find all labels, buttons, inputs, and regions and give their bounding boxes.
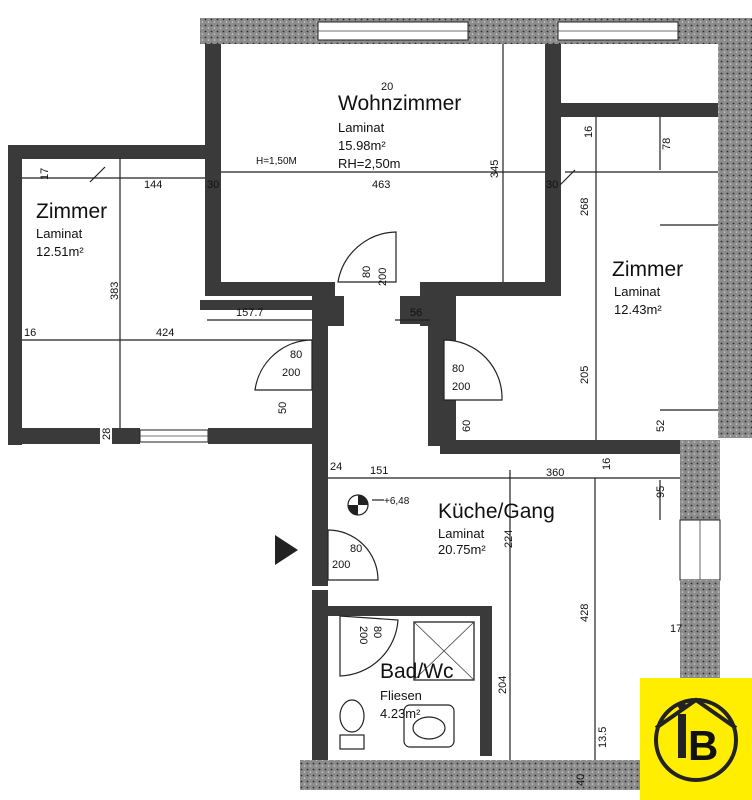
kueche-name: Küche/Gang	[438, 500, 555, 523]
dim-label: 17	[670, 623, 682, 635]
kueche-floor: Laminat	[438, 526, 485, 541]
kueche-area: 20.75m²	[438, 542, 486, 557]
room-zimmer-right: Zimmer Laminat 12.43m²	[612, 258, 683, 317]
dim-label: 16	[24, 327, 36, 339]
dimension-lines	[22, 44, 718, 760]
dim-label: 224	[503, 530, 515, 548]
dim-label: 80	[371, 626, 383, 638]
dim-label: 16	[601, 458, 613, 470]
room-zimmer-left: Zimmer Laminat 12.51m²	[36, 200, 107, 259]
zimmer-right-name: Zimmer	[612, 258, 683, 281]
dim-label: 80	[452, 363, 464, 375]
dim-label: 200	[452, 381, 470, 393]
zimmer-left-name: Zimmer	[36, 200, 107, 223]
wohnzimmer-area: 15.98m²	[338, 138, 386, 153]
dim-label: 24	[330, 461, 342, 473]
dim-label: 424	[156, 327, 174, 339]
dim-label: 50	[277, 402, 289, 414]
dim-label: 80	[290, 349, 302, 361]
dim-label: 30	[546, 179, 558, 191]
room-kueche: Küche/Gang Laminat 20.75m²	[438, 500, 555, 557]
bad-name: Bad/Wc	[380, 660, 454, 683]
logo-letter: B	[688, 722, 718, 769]
dim-label: 144	[144, 179, 162, 191]
dim-label: 205	[579, 366, 591, 384]
dim-label: 80	[350, 543, 362, 555]
dim-label: 56	[410, 307, 422, 319]
dim-label: 40	[575, 774, 587, 786]
dim-label: 268	[579, 198, 591, 216]
fixtures	[339, 494, 475, 750]
room-wohnzimmer: Wohnzimmer Laminat 15.98m² RH=2,50m	[338, 92, 461, 171]
dim-label: 30	[207, 179, 219, 191]
height-note: H=1,50M	[256, 156, 297, 167]
doors	[254, 231, 503, 677]
dim-label: 28	[101, 428, 113, 440]
dim-label: 52	[655, 420, 667, 432]
dim-label: 13.5	[597, 727, 609, 748]
dim-label: 200	[332, 559, 350, 571]
zimmer-left-floor: Laminat	[36, 226, 83, 241]
dim-label: 463	[372, 179, 390, 191]
wohnzimmer-floor: Laminat	[338, 120, 385, 135]
bad-floor: Fliesen	[380, 688, 422, 703]
dim-label: 428	[579, 604, 591, 622]
wohnzimmer-name: Wohnzimmer	[338, 92, 461, 115]
dim-label: 200	[377, 268, 389, 286]
dim-label: 204	[497, 676, 509, 694]
dim-label: 151	[370, 465, 388, 477]
dimension-labels: 20 345 463 30 30 H=1,50M 144 17 383 16 4…	[24, 81, 682, 786]
dim-label: 345	[489, 160, 501, 178]
zimmer-right-area: 12.43m²	[614, 302, 662, 317]
dim-label: 200	[282, 367, 300, 379]
zimmer-left-area: 12.51m²	[36, 244, 84, 259]
dim-label: 20	[381, 81, 393, 93]
dim-label: 80	[361, 266, 373, 278]
zimmer-right-floor: Laminat	[614, 284, 661, 299]
dim-label: 60	[461, 420, 473, 432]
logo: B	[640, 678, 752, 800]
bad-area: 4.23m²	[380, 706, 421, 721]
dim-label: 95	[655, 486, 667, 498]
level-mark: +6,48	[384, 496, 410, 507]
dim-label: 78	[661, 138, 673, 150]
dim-label: 383	[109, 282, 121, 300]
dim-label: 17	[39, 168, 51, 180]
dim-label: 16	[583, 126, 595, 138]
dim-label: 360	[546, 467, 564, 479]
dim-label: 157.7	[236, 307, 264, 319]
dim-label: 200	[357, 626, 369, 644]
room-bad: Bad/Wc Fliesen 4.23m²	[380, 660, 454, 721]
wohnzimmer-height: RH=2,50m	[338, 156, 401, 171]
